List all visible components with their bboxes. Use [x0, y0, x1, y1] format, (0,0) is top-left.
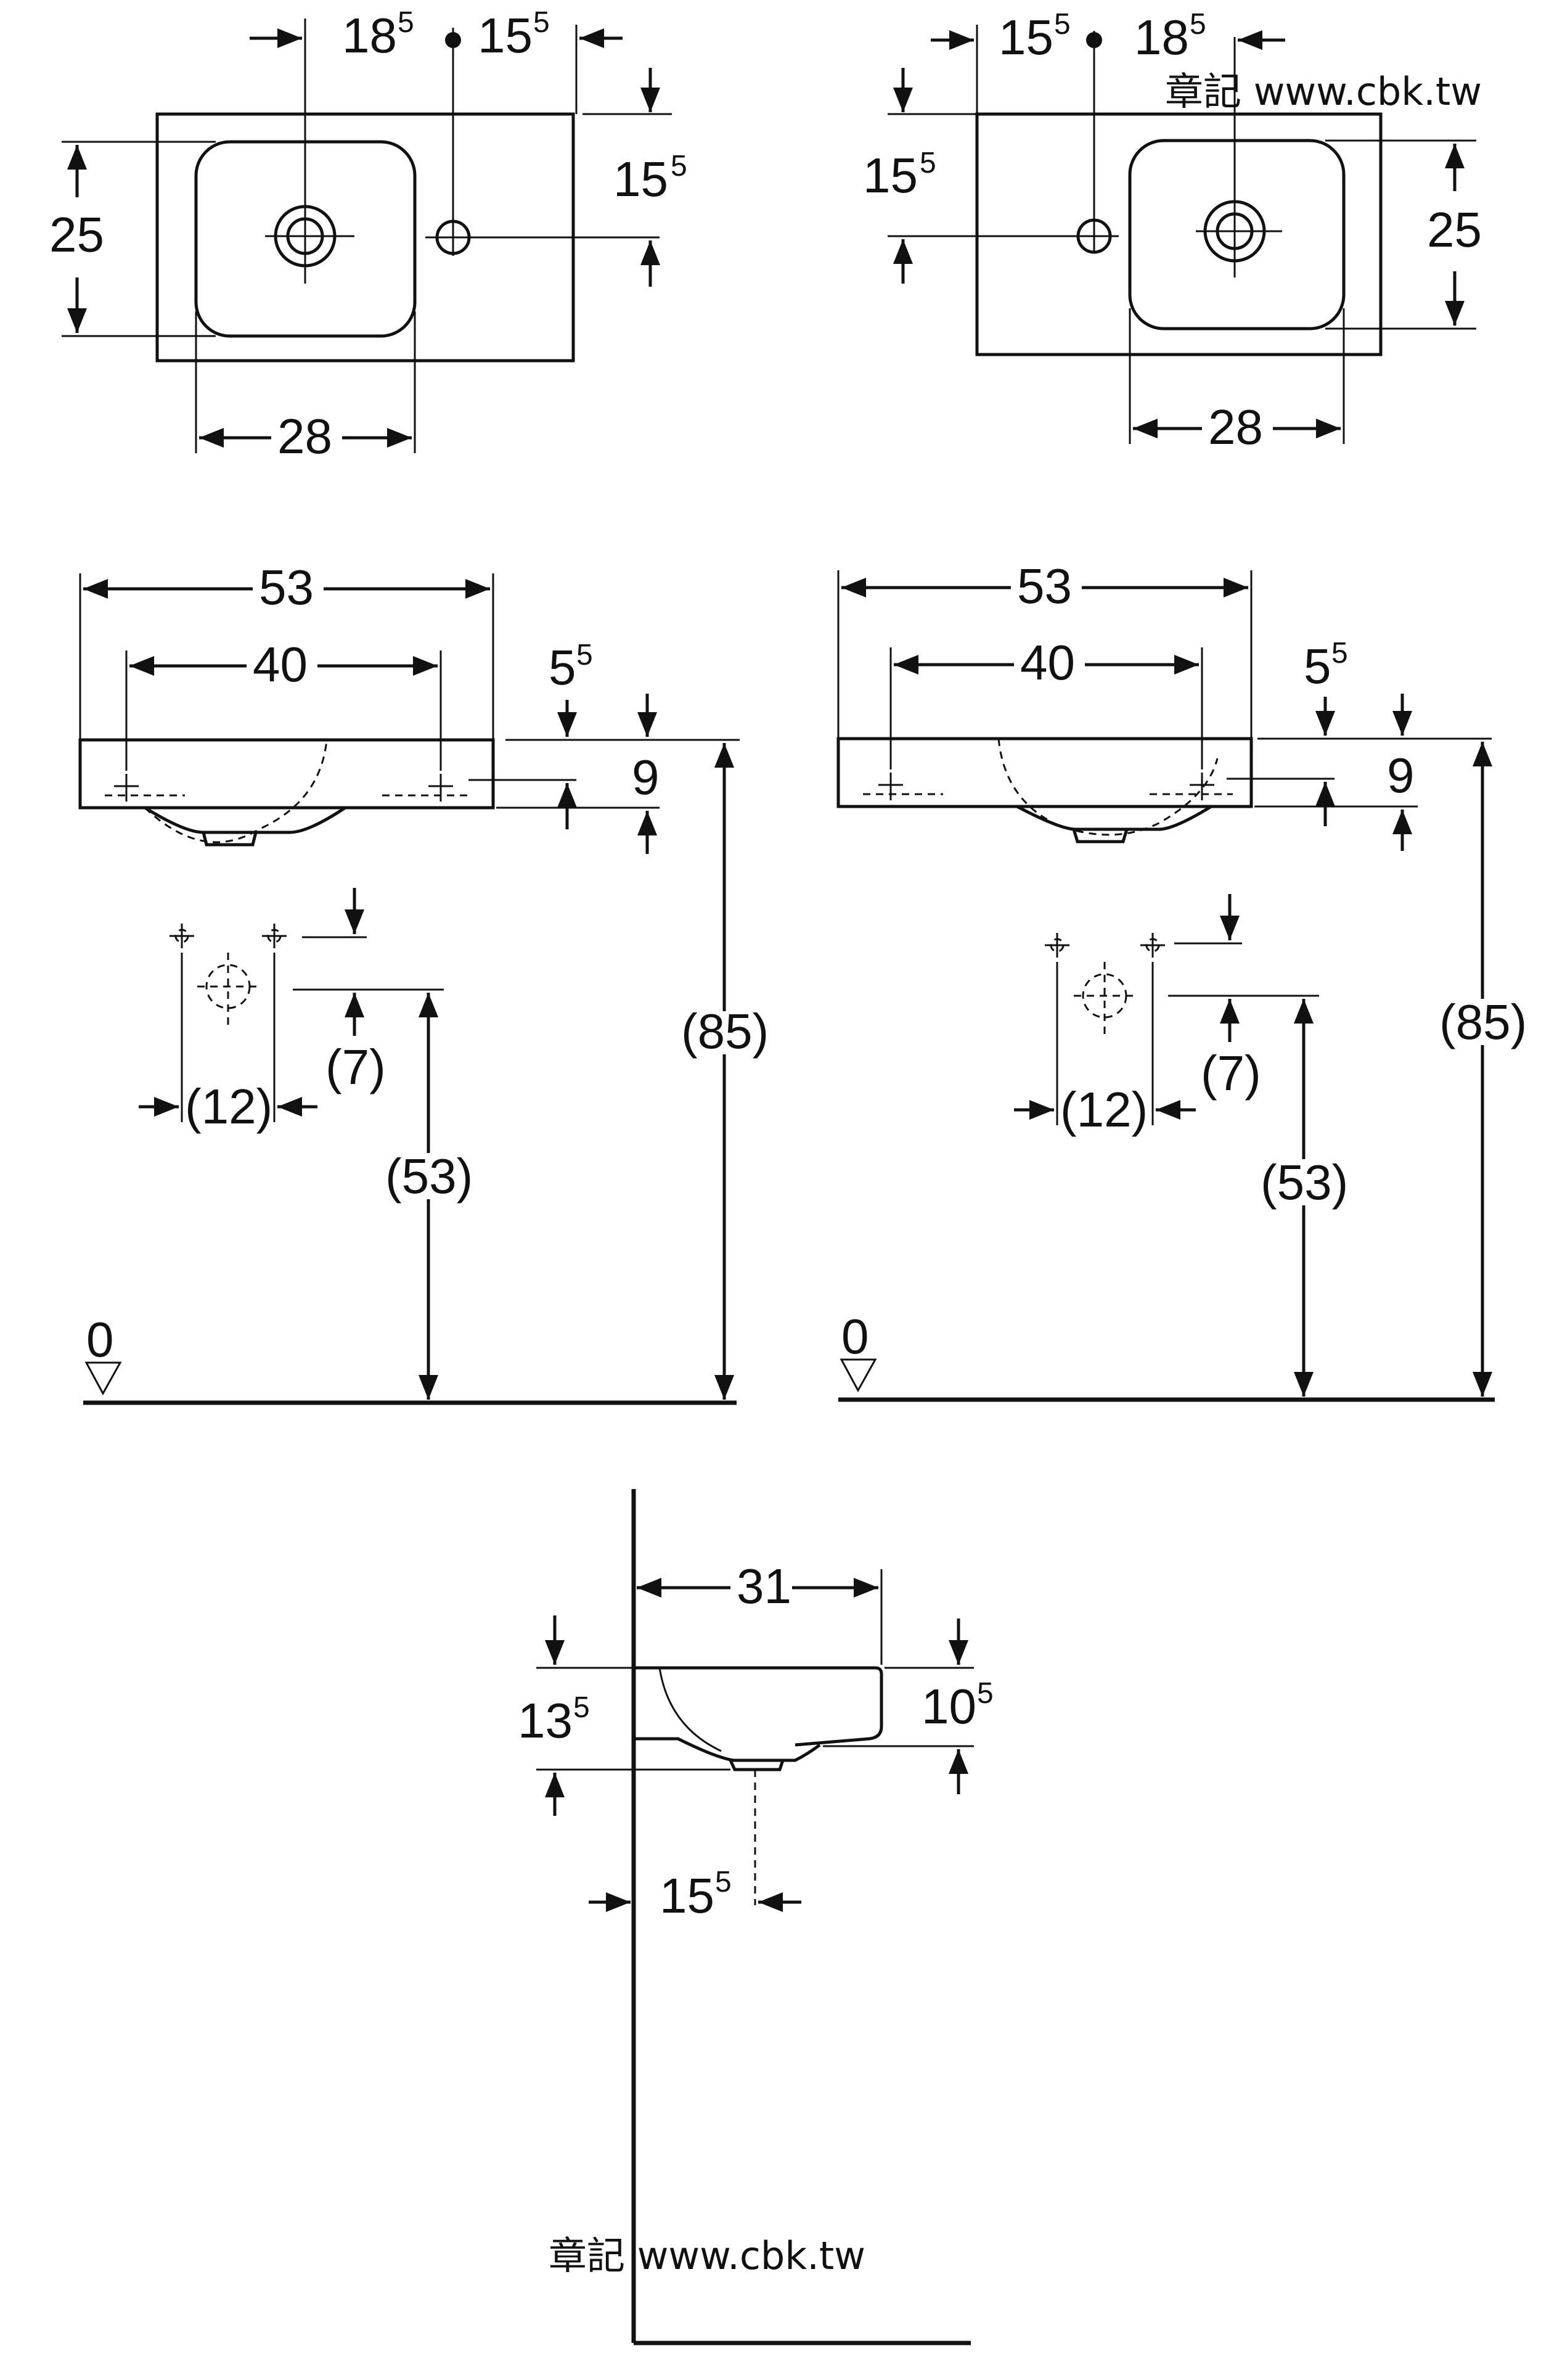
- dim-side-bowl-height: 10: [922, 1679, 976, 1734]
- dim-bowl-depth-left: 25: [49, 207, 104, 262]
- dim-bowl-width-left: 28: [277, 409, 332, 464]
- dim-bracket-spacing-left: 40: [253, 637, 308, 692]
- dim-supply-spacing-left: (12): [185, 1079, 272, 1134]
- dim-overall-height-left: (85): [681, 1004, 769, 1059]
- dim-rim-offset-left-sup: 5: [576, 639, 593, 671]
- dim-tap-to-bowl-right-sup: 5: [1190, 8, 1206, 41]
- dim-tap-to-bowl-left: 18: [342, 8, 397, 63]
- dim-rim-height-right: 9: [1387, 748, 1415, 803]
- dim-supply-offset-right: (7): [1201, 1046, 1261, 1101]
- watermark-bottom: 章記 www.cbk.tw: [549, 2233, 865, 2278]
- dim-rim-offset-left: 5: [549, 640, 576, 695]
- dim-tap-to-bowl-right: 18: [1134, 10, 1189, 65]
- dim-rim-offset-right-sup: 5: [1331, 637, 1348, 670]
- dim-overall-height-right: (85): [1439, 995, 1527, 1049]
- dim-tap-depth-right-sup: 5: [920, 147, 936, 179]
- dim-bowl-depth-right: 25: [1427, 202, 1482, 257]
- watermark-top: 章記 www.cbk.tw: [1165, 69, 1482, 114]
- dim-supply-spacing-right: (12): [1060, 1082, 1148, 1137]
- dim-supply-offset-left: (7): [325, 1040, 386, 1094]
- dim-supply-height-left: (53): [385, 1149, 473, 1204]
- dim-rim-height-left: 9: [632, 750, 660, 805]
- floor-label-left: 0: [86, 1312, 114, 1367]
- dim-tap-depth-left-sup: 5: [671, 150, 687, 183]
- dim-rim-offset-right: 5: [1304, 639, 1331, 694]
- dim-tap-to-edge-right-sup: 5: [1054, 8, 1071, 41]
- dim-side-waste-offset: 15: [660, 1868, 714, 1923]
- dim-overall-width-right: 53: [1017, 559, 1072, 613]
- plan-view-right: 15 5 18 5 15 5 25 28: [863, 8, 1482, 454]
- dim-tap-to-edge-left-sup: 5: [533, 6, 550, 39]
- dim-tap-to-edge-left: 15: [478, 8, 533, 63]
- plan-view-left: 18 5 15 5 15 5 25 28: [49, 6, 687, 464]
- dim-side-projection: 31: [737, 1559, 791, 1614]
- supply-points-left: [170, 924, 444, 1122]
- dim-bracket-spacing-right: 40: [1020, 635, 1075, 690]
- dim-supply-height-right: (53): [1261, 1155, 1348, 1210]
- dim-side-bowl-height-sup: 5: [977, 1677, 994, 1710]
- dim-overall-width-left: 53: [259, 560, 314, 615]
- dim-bowl-width-right: 28: [1208, 400, 1263, 454]
- floor-label-right: 0: [841, 1309, 869, 1364]
- front-view-left: 53 40 5 5 9 (85): [78, 560, 769, 1405]
- dim-tap-to-edge-right: 15: [999, 10, 1053, 65]
- dim-side-total-height: 13: [518, 1693, 573, 1748]
- supply-points-right: [1045, 933, 1319, 1125]
- front-view-right: 53 40 5 5 9 (85): [836, 559, 1527, 1402]
- dim-side-waste-offset-sup: 5: [715, 1866, 732, 1898]
- dim-side-total-height-sup: 5: [573, 1691, 590, 1724]
- dim-tap-depth-left: 15: [613, 152, 668, 207]
- dim-tap-depth-right: 15: [863, 148, 918, 203]
- side-view: 31 13 5 10 5 15 5: [518, 1489, 994, 2345]
- dim-tap-to-bowl-left-sup: 5: [398, 6, 414, 39]
